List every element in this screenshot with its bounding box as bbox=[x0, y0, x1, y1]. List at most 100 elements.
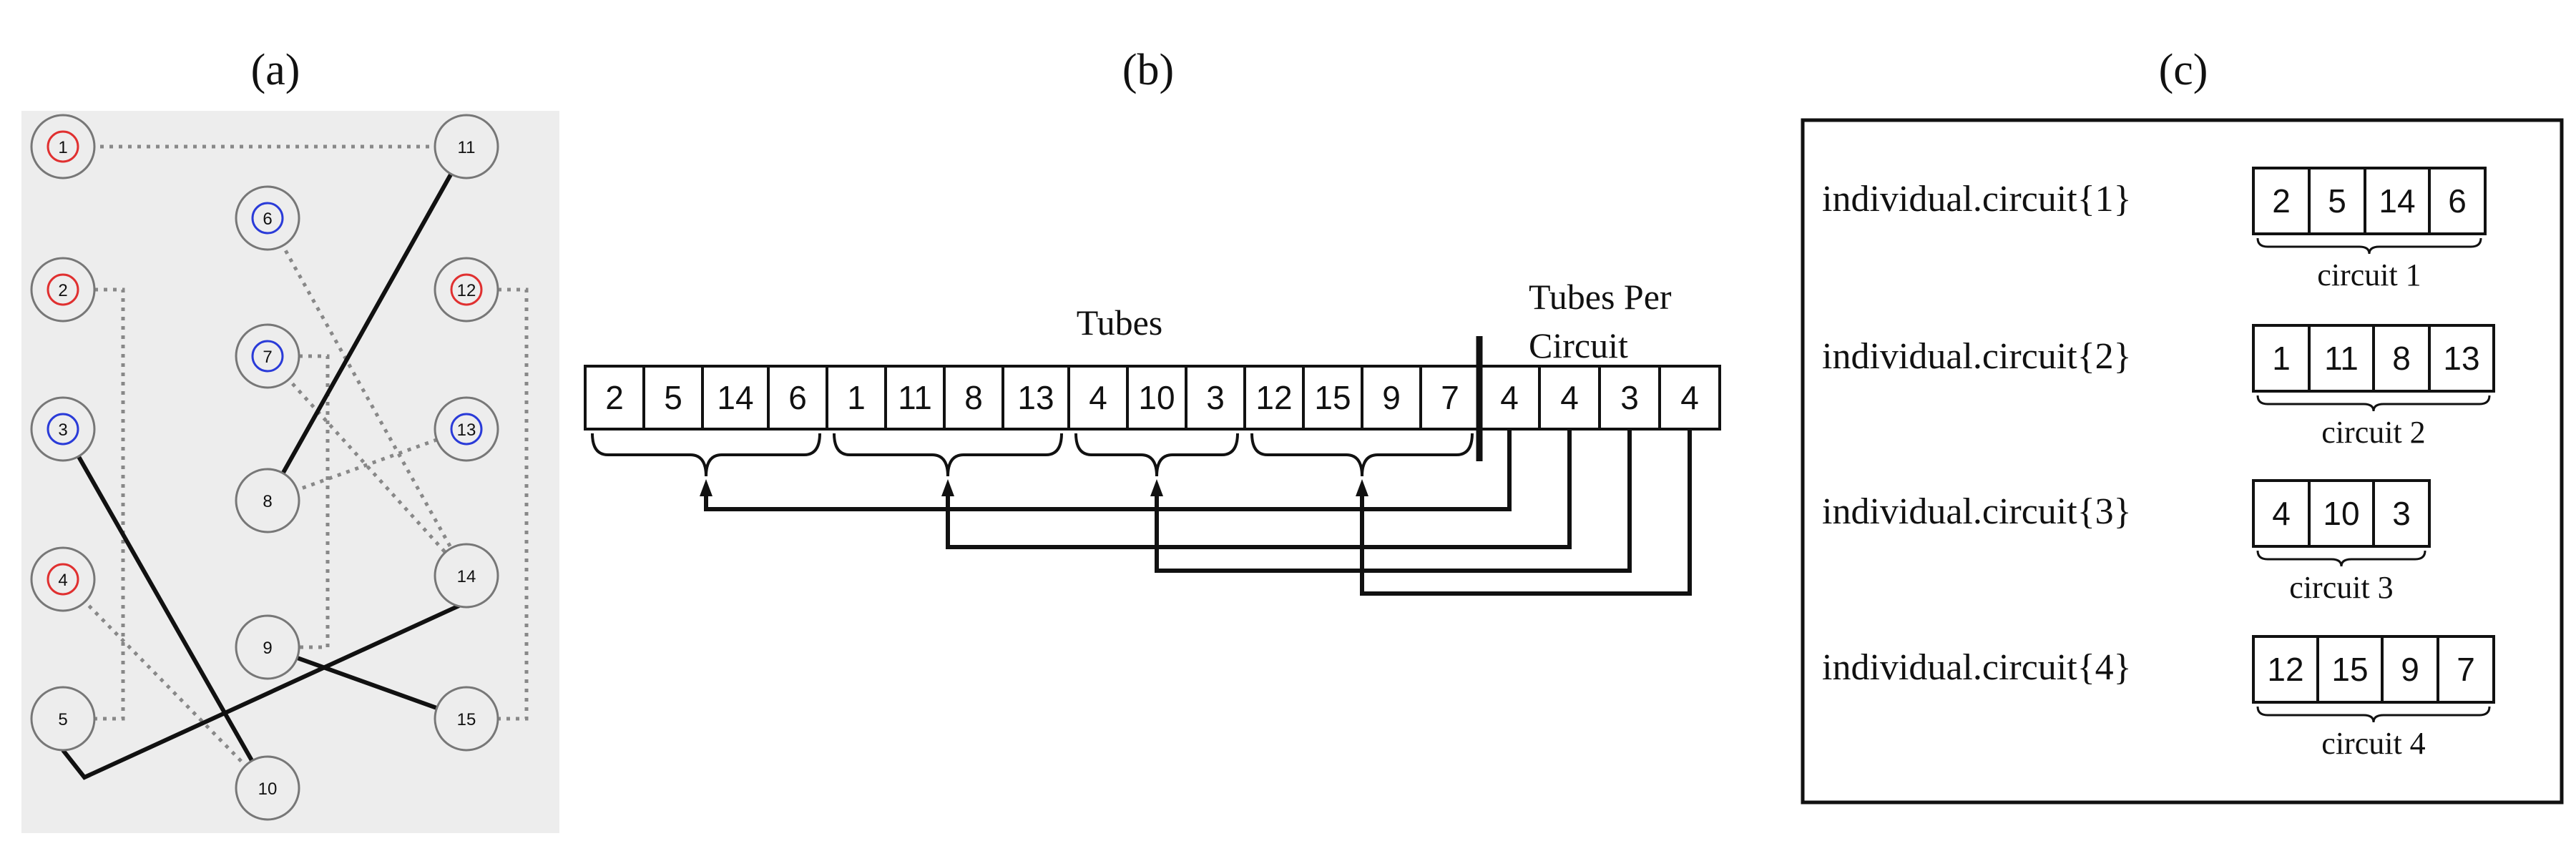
tube-cell bbox=[767, 365, 828, 431]
circuit-cell-value: 7 bbox=[2457, 651, 2475, 688]
circuit-brace bbox=[1074, 433, 1239, 477]
count-cell-value: 4 bbox=[1500, 379, 1519, 416]
tube-cell-value: 4 bbox=[1089, 379, 1107, 416]
node-outer-circle bbox=[235, 614, 300, 680]
tube-cell bbox=[1001, 365, 1070, 431]
tube-cell-value: 11 bbox=[898, 379, 932, 416]
node-inner-ring bbox=[251, 340, 284, 373]
network-link-9-15 bbox=[266, 645, 468, 721]
circuit-cell-value: 14 bbox=[2379, 182, 2415, 220]
circuit-cell-value: 15 bbox=[2331, 651, 2368, 688]
count-cell-value: 3 bbox=[1620, 379, 1639, 416]
network-node-10: 10 bbox=[235, 755, 300, 821]
node-inner-ring bbox=[251, 202, 284, 235]
circuit-variable-label: individual.circuit{2} bbox=[1822, 336, 2132, 377]
tube-cell bbox=[826, 365, 887, 431]
circuit-cell bbox=[2252, 479, 2311, 548]
node-outer-circle bbox=[434, 396, 499, 462]
node-label: 1 bbox=[58, 138, 67, 157]
tube-cell-value: 5 bbox=[664, 379, 682, 416]
tube-cell-value: 1 bbox=[847, 379, 866, 416]
connector-arrowhead bbox=[1150, 479, 1163, 496]
network-node-1: 1 bbox=[30, 114, 96, 179]
node-label: 10 bbox=[258, 779, 278, 799]
network-link-7-14 bbox=[266, 355, 468, 577]
network-node-14: 14 bbox=[434, 543, 499, 609]
count-connector bbox=[704, 429, 1512, 511]
node-inner-ring bbox=[46, 413, 79, 446]
circuit-list-frame bbox=[1801, 118, 2564, 805]
circuit-cell bbox=[2308, 167, 2366, 235]
tube-cell-value: 12 bbox=[1255, 379, 1292, 416]
tube-cell-value: 14 bbox=[717, 379, 753, 416]
network-node-5: 5 bbox=[30, 686, 96, 752]
node-outer-circle bbox=[235, 323, 300, 389]
tube-cell bbox=[943, 365, 1004, 431]
connector-arrowhead bbox=[941, 479, 954, 496]
circuit-underbrace bbox=[2256, 237, 2482, 255]
connector-arrowhead bbox=[1356, 479, 1368, 496]
node-label: 3 bbox=[58, 420, 67, 440]
node-label: 2 bbox=[58, 281, 67, 300]
network-node-13: 13 bbox=[434, 396, 499, 462]
circuit-caption: circuit 1 bbox=[2317, 257, 2421, 292]
circuit-cell bbox=[2252, 324, 2311, 393]
circuit-underbrace bbox=[2256, 706, 2491, 723]
tubes-per-circuit-label: Tubes Per bbox=[1529, 277, 1672, 317]
circuit-braces bbox=[591, 433, 1474, 477]
network-link-3-10 bbox=[61, 428, 270, 789]
tube-cell bbox=[1067, 365, 1129, 431]
node-label: 13 bbox=[457, 420, 476, 440]
node-label: 5 bbox=[58, 710, 67, 729]
panel-a-label: (a) bbox=[251, 46, 300, 94]
tubes-per-circuit-line2: Circuit bbox=[1529, 325, 1628, 365]
network-node-8: 8 bbox=[235, 468, 300, 533]
network-node-6: 6 bbox=[235, 185, 300, 251]
tube-cell-value: 10 bbox=[1138, 379, 1175, 416]
tube-cell-value: 7 bbox=[1441, 379, 1459, 416]
circuit-cell-value: 11 bbox=[2324, 340, 2359, 377]
circuit-variable-label: individual.circuit{4} bbox=[1822, 647, 2132, 688]
circuit-cell-value: 1 bbox=[2272, 340, 2291, 377]
circuit-cell-value: 8 bbox=[2392, 340, 2411, 377]
node-outer-circle bbox=[434, 686, 499, 752]
circuit-caption: circuit 3 bbox=[2289, 570, 2393, 605]
network-node-15: 15 bbox=[434, 686, 499, 752]
node-outer-circle bbox=[235, 185, 300, 251]
node-outer-circle bbox=[30, 686, 96, 752]
network-link-4-10 bbox=[62, 578, 269, 789]
network-node-4: 4 bbox=[30, 546, 96, 612]
node-outer-circle bbox=[434, 114, 499, 179]
circuit-cell bbox=[2428, 167, 2487, 235]
tube-cell bbox=[1361, 365, 1422, 431]
count-connectors bbox=[700, 429, 1692, 596]
circuit-cell bbox=[2252, 635, 2319, 704]
circuit-variable-label: individual.circuit{1} bbox=[1822, 179, 2132, 220]
node-outer-circle bbox=[30, 257, 96, 323]
circuit-caption: circuit 2 bbox=[2321, 415, 2425, 450]
network-node-7: 7 bbox=[235, 323, 300, 389]
network-link-2-5 bbox=[94, 287, 125, 721]
node-label: 9 bbox=[263, 639, 272, 658]
circuit-underbrace bbox=[2256, 395, 2491, 412]
network-link-12-15 bbox=[498, 287, 529, 721]
network-link-6-14 bbox=[265, 217, 469, 577]
node-label: 15 bbox=[457, 710, 476, 729]
network-node-12: 12 bbox=[434, 257, 499, 323]
node-outer-circle bbox=[434, 543, 499, 609]
node-inner-ring bbox=[450, 273, 483, 306]
circuit-cell bbox=[2372, 479, 2431, 548]
circuit-cell bbox=[2372, 324, 2431, 393]
tube-cell-value: 6 bbox=[788, 379, 807, 416]
circuit-brace bbox=[591, 433, 821, 477]
circuit-cell-value: 2 bbox=[2272, 182, 2291, 220]
tubes-label: Tubes bbox=[1077, 302, 1162, 343]
